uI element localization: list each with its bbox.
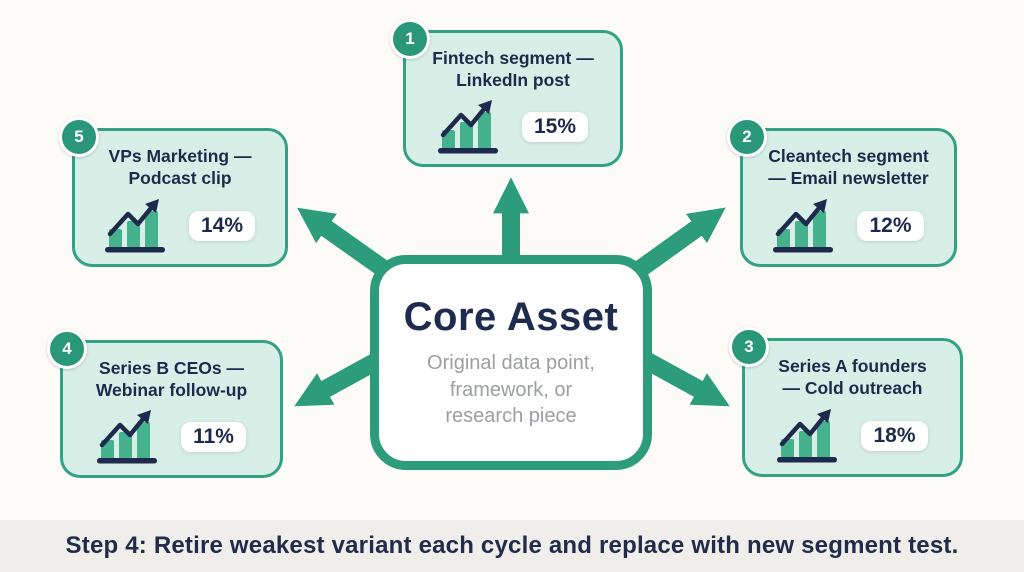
core-asset-subtitle: Original data point, framework, or resea… xyxy=(427,352,595,428)
step-badge: 1 xyxy=(390,19,430,59)
segment-title: VPs Marketing — Podcast clip xyxy=(108,146,252,189)
segment-title: Fintech segment — LinkedIn post xyxy=(432,48,594,91)
segment-card-vps-marketing: 5 VPs Marketing — Podcast clip 14% xyxy=(59,117,288,267)
step-caption-text: Step 4: Retire weakest variant each cycl… xyxy=(65,532,959,559)
step-caption-banner: Step 4: Retire weakest variant each cycl… xyxy=(0,520,1024,572)
conversion-pill: 15% xyxy=(521,111,589,142)
conversion-pill: 11% xyxy=(181,422,246,453)
growth-chart-icon xyxy=(777,408,838,463)
segment-title: Series B CEOs — Webinar follow-up xyxy=(95,358,248,401)
step-badge: 5 xyxy=(59,117,99,157)
growth-chart-icon xyxy=(773,198,834,253)
core-asset-title: Core Asset xyxy=(403,295,619,340)
arrow-lower-right xyxy=(637,350,730,407)
segment-title: Series A founders — Cold outreach xyxy=(778,356,927,399)
growth-chart-icon xyxy=(97,410,158,464)
conversion-pill: 12% xyxy=(857,210,924,241)
step-badge: 4 xyxy=(47,329,87,369)
segment-card-fintech: 1 Fintech segment — LinkedIn post 15% xyxy=(390,19,623,167)
conversion-pill: 18% xyxy=(861,420,928,451)
segment-card-series-b: 4 Series B CEOs — Webinar follow-up 11% xyxy=(47,329,283,478)
segment-title: Cleantech segment — Email newsletter xyxy=(768,146,929,189)
segment-card-series-a: 3 Series A founders — Cold outreach 18% xyxy=(729,327,963,477)
arrow-upper-right xyxy=(630,207,726,280)
arrow-upper-left xyxy=(297,207,394,280)
growth-chart-icon xyxy=(437,99,498,154)
growth-chart-icon xyxy=(104,198,165,253)
segment-card-cleantech: 2 Cleantech segment — Email newsletter 1… xyxy=(727,117,957,267)
conversion-pill: 14% xyxy=(188,210,256,241)
core-asset-box: Core Asset Original data point, framewor… xyxy=(370,255,652,470)
step-badge: 2 xyxy=(727,117,767,157)
step-badge: 3 xyxy=(729,327,769,367)
